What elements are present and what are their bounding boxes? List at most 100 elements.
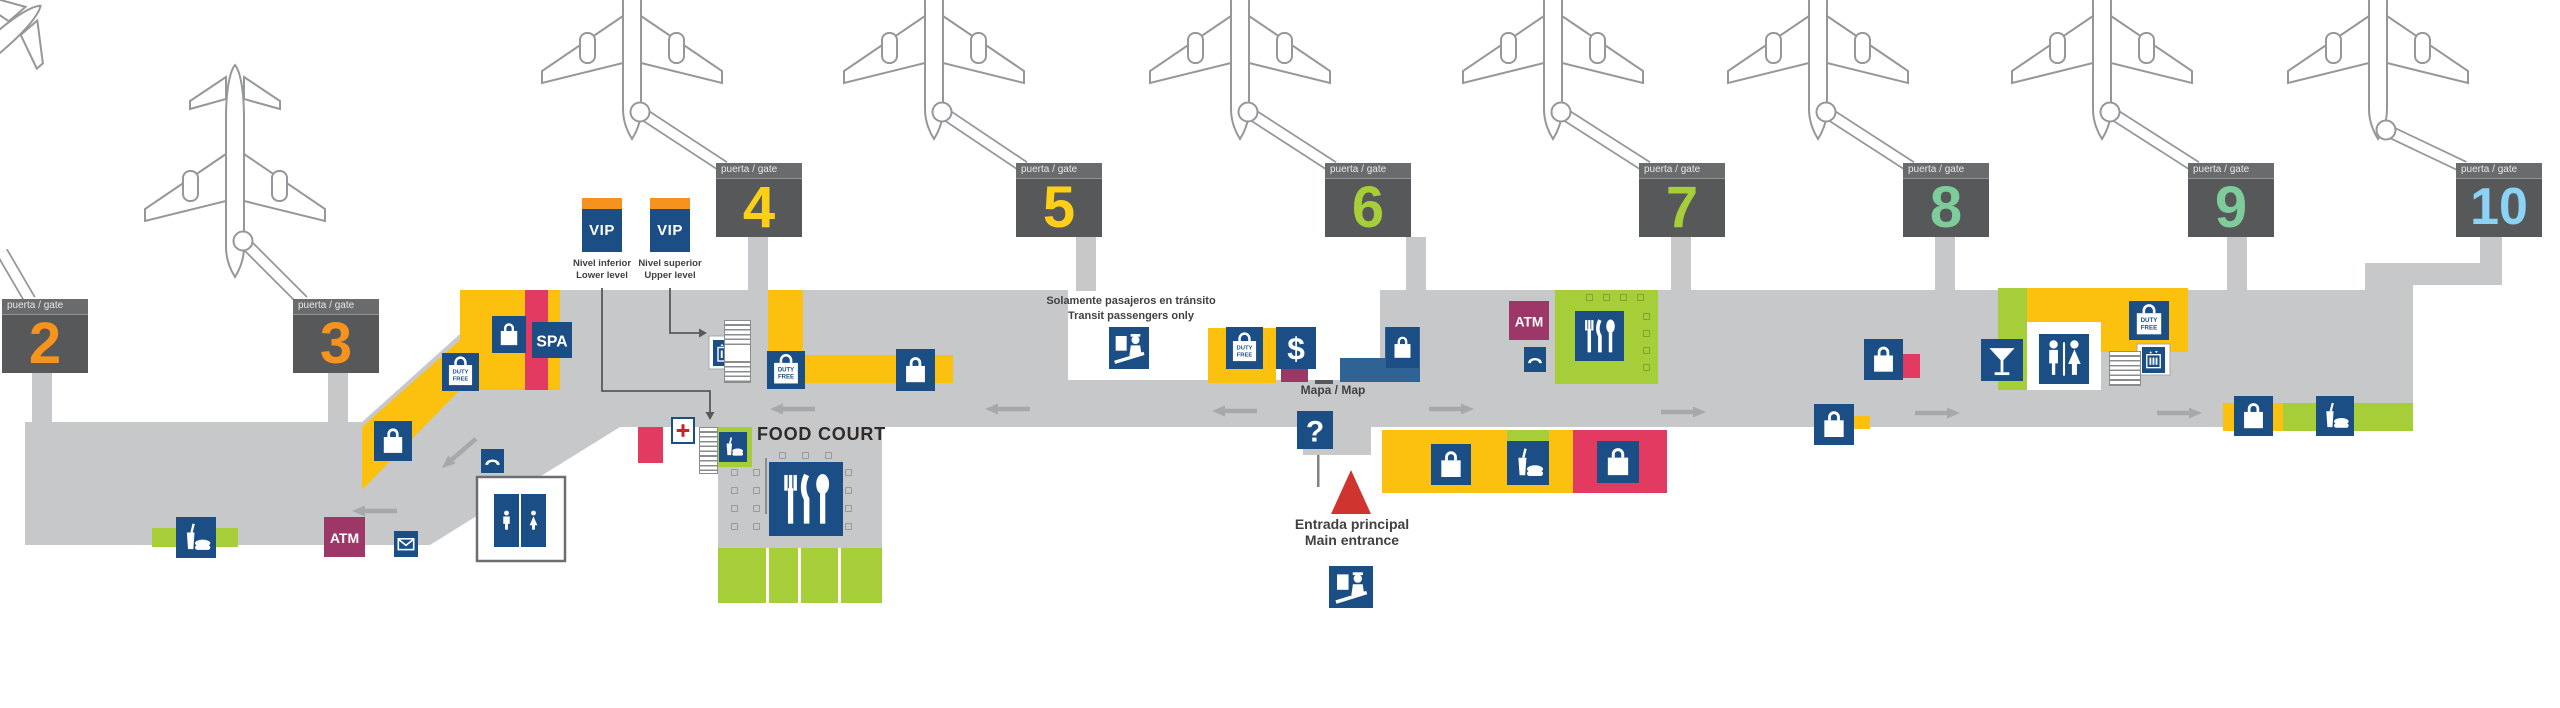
direction-arrow	[2189, 407, 2202, 419]
restaurant-foodcourt-icon	[769, 462, 843, 536]
table-dot	[1637, 294, 1644, 301]
table-dot	[845, 505, 852, 512]
map-shape	[25, 237, 2502, 548]
gate-number: 10	[2470, 178, 2528, 236]
plane-gate-10	[2287, 0, 2469, 140]
phone-right-icon	[1524, 347, 1546, 372]
corridor-stub	[1671, 237, 1691, 291]
entrada-label-line: Entrada principal	[1294, 516, 1410, 532]
map-shape	[766, 548, 769, 603]
gate-number: 4	[742, 175, 776, 240]
corridor-stub	[748, 237, 768, 291]
svg-text:ATM: ATM	[330, 530, 359, 546]
bag-steps-icon	[1386, 327, 1419, 368]
vip-lower-level-line: Nivel inferior	[572, 258, 632, 269]
gate-header: puerta / gate	[2, 299, 88, 315]
gate-number: 9	[2214, 175, 2248, 240]
table-dot	[753, 505, 760, 512]
bag-spa-icon	[492, 316, 526, 353]
passport-entrance-icon	[1329, 566, 1373, 608]
restroom-right-icon	[2039, 334, 2089, 384]
map-shape	[1281, 368, 1308, 382]
table-dot	[1643, 364, 1650, 371]
vip-lower: VIP	[582, 198, 622, 252]
corridor-stub	[328, 373, 348, 423]
table-dot	[845, 469, 852, 476]
vip-lower-level-line: Lower level	[576, 269, 628, 281]
direction-arrow	[1693, 406, 1706, 418]
direction-arrow	[442, 455, 456, 468]
table-dot	[1643, 330, 1650, 337]
vip-lower-orange-strip	[582, 198, 622, 209]
vip-lower-label: VIP	[582, 209, 622, 252]
svg-text:DUTY: DUTY	[453, 370, 469, 376]
map-shape	[1315, 380, 1333, 384]
table-dot	[1586, 294, 1593, 301]
svg-text:ATM: ATM	[1515, 314, 1544, 329]
stairs-gate4-lower-flight	[725, 358, 750, 382]
stairs-gate4-upper-flight	[725, 321, 750, 347]
vip-upper: VIP	[650, 198, 690, 252]
plane-gate-2	[0, 0, 101, 214]
map-shape	[638, 427, 663, 463]
direction-arrow	[770, 403, 783, 415]
map-shape	[1331, 470, 1371, 514]
food-left-icon	[176, 517, 216, 558]
food-foodcourt-icon	[719, 432, 747, 462]
gate-header: puerta / gate	[1325, 163, 1411, 179]
table-dot	[802, 452, 809, 459]
gate-number: 2	[28, 311, 62, 376]
gate-number: 5	[1042, 175, 1076, 240]
direction-arrow	[1461, 403, 1474, 415]
bag-diagonal-icon	[374, 421, 412, 461]
mapa-label-line: Mapa / Map	[1300, 383, 1366, 397]
map-shape	[765, 458, 767, 514]
direction-arrow	[985, 403, 998, 415]
bar-icon	[1981, 339, 2023, 381]
svg-text:FREE: FREE	[778, 375, 794, 381]
table-dot	[731, 505, 738, 512]
table-dot	[1620, 294, 1627, 301]
table-dot	[753, 487, 760, 494]
gate-number: 7	[1665, 175, 1699, 240]
bag-strip4-icon	[896, 349, 935, 391]
atm-left-icon: ATM	[324, 517, 365, 557]
gate-header: puerta / gate	[2456, 163, 2542, 179]
entrada-label-line: Main entrance	[1304, 531, 1400, 548]
gate-number: 6	[1351, 175, 1385, 240]
svg-text:DUTY: DUTY	[2141, 317, 2158, 324]
bag-mid-icon	[1864, 339, 1903, 380]
stairs-right	[2109, 351, 2141, 386]
stairs-foodcourt	[699, 427, 718, 474]
svg-text:DUTY: DUTY	[778, 368, 794, 374]
restroom-left-women-icon	[521, 494, 546, 547]
svg-text:DUTY: DUTY	[1237, 346, 1253, 352]
stairs-foodcourt-flight	[700, 428, 717, 473]
svg-text:FREE: FREE	[1237, 352, 1253, 358]
corridor-stub	[2227, 237, 2247, 291]
map-shape	[798, 548, 801, 603]
currency-exchange-icon: $	[1276, 327, 1316, 369]
vip-connector	[601, 288, 711, 414]
direction-arrow	[352, 505, 365, 517]
gate-header: puerta / gate	[1639, 163, 1725, 179]
food-bottomright-icon	[2316, 396, 2354, 436]
atm-right-icon: ATM	[1509, 301, 1549, 340]
map-shape	[1317, 455, 1320, 487]
vip-upper-orange-strip	[650, 198, 690, 209]
vip-connector	[669, 288, 700, 334]
map-shape	[1507, 430, 1549, 442]
svg-text:$: $	[1287, 331, 1305, 367]
